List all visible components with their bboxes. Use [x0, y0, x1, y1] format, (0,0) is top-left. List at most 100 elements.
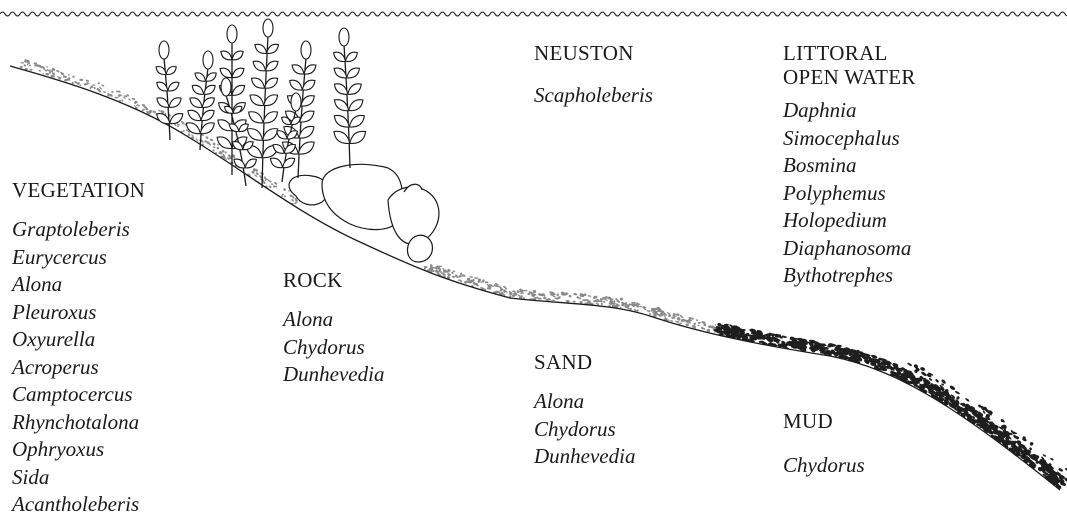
taxon-name: Alona — [534, 388, 635, 416]
sand-grain — [556, 293, 559, 296]
leaf — [227, 25, 237, 43]
zone-heading: NEUSTON — [534, 41, 653, 65]
sand-grain — [152, 110, 156, 113]
leaf — [263, 112, 277, 123]
taxon-name: Sida — [12, 464, 145, 492]
leaf — [166, 66, 176, 74]
sand-grain — [92, 84, 96, 85]
sand-grain — [697, 324, 700, 326]
taxon-name: Acroperus — [12, 354, 145, 382]
taxa-list: AlonaChydorusDunhevedia — [534, 388, 635, 471]
mud-particle — [768, 339, 773, 342]
sand-grain — [224, 151, 227, 154]
leaf — [264, 95, 278, 106]
leaf — [159, 41, 169, 59]
taxon-name: Dunhevedia — [534, 443, 635, 471]
mud-sediment-texture — [713, 322, 1067, 490]
taxon-name: Polyphemus — [783, 180, 916, 208]
taxon-name: Oxyurella — [12, 326, 145, 354]
taxa-list: GraptoleberisEurycercusAlonaPleuroxusOxy… — [12, 216, 145, 519]
leaf — [334, 100, 348, 111]
aquatic-plant-icon — [334, 28, 366, 168]
water-surface-wave — [0, 12, 1067, 16]
sand-grain — [103, 91, 106, 93]
leaf — [347, 68, 360, 78]
mud-particle — [920, 366, 926, 371]
zone-neuston: NEUSTON Scapholeberis — [534, 41, 653, 110]
zone-heading: MUD — [783, 409, 865, 433]
sand-grain — [42, 73, 44, 75]
sand-grain — [452, 276, 455, 279]
sand-grain — [101, 84, 105, 87]
sand-grain — [459, 275, 462, 277]
zone-heading-line2: OPEN WATER — [783, 65, 916, 89]
leaf — [220, 68, 232, 77]
sand-grain — [469, 276, 473, 278]
leaf — [290, 80, 303, 90]
leaf — [190, 98, 202, 108]
rock-boulders — [289, 164, 439, 262]
mud-particle — [1050, 457, 1054, 461]
sand-grain — [213, 146, 216, 149]
leaf — [253, 61, 265, 71]
taxon-name: Daphnia — [783, 97, 916, 125]
leaf — [301, 41, 311, 59]
sand-grain — [693, 323, 696, 325]
sand-grain — [424, 266, 428, 269]
sand-grain — [38, 69, 41, 71]
sand-grain — [691, 317, 694, 320]
sand-grain — [67, 74, 70, 76]
sand-grain — [485, 281, 489, 283]
leaf — [232, 51, 243, 60]
sand-grain — [639, 306, 642, 308]
taxon-name: Chydorus — [283, 334, 384, 362]
leaf — [232, 68, 244, 77]
leaf — [221, 51, 232, 60]
boulder-icon — [388, 187, 439, 244]
sand-grain — [600, 300, 603, 302]
sand-grain — [30, 69, 33, 71]
sand-grain — [134, 105, 136, 107]
leaf — [349, 100, 363, 111]
taxon-name: Alona — [12, 271, 145, 299]
leaf — [265, 78, 278, 88]
leaf — [334, 68, 347, 78]
sand-grain — [284, 195, 287, 197]
sand-grain — [551, 300, 555, 301]
leaf — [263, 19, 273, 37]
sand-grain — [115, 97, 119, 99]
boulder-icon — [407, 235, 432, 262]
sand-grain — [714, 324, 716, 326]
leaf — [291, 93, 301, 111]
sand-grain — [685, 323, 689, 326]
sand-grain — [573, 293, 577, 296]
sand-grain — [98, 82, 100, 84]
mud-particle — [935, 379, 940, 384]
zone-heading-line1: LITTORAL — [783, 41, 916, 65]
sand-grain — [273, 185, 276, 188]
sand-grain — [72, 76, 74, 78]
mud-particle — [965, 398, 970, 402]
taxon-name: Pleuroxus — [12, 299, 145, 327]
sand-grain — [216, 146, 220, 150]
leaf — [203, 51, 213, 69]
zone-heading: SAND — [534, 350, 635, 374]
sand-grain — [524, 290, 528, 292]
taxon-name: Dunhevedia — [283, 361, 384, 389]
sand-grain — [513, 292, 516, 295]
taxon-name: Eurycercus — [12, 244, 145, 272]
leaf — [232, 85, 245, 95]
sand-grain — [29, 64, 31, 66]
aquatic-vegetation — [156, 19, 365, 188]
sand-grain — [670, 320, 673, 322]
leaf — [298, 142, 314, 154]
sand-grain — [474, 277, 478, 279]
taxon-name: Holopedium — [783, 207, 916, 235]
sand-grain — [128, 98, 131, 101]
leaf — [247, 129, 262, 141]
leaf — [157, 114, 170, 124]
leaf — [348, 84, 361, 94]
leaf — [169, 98, 181, 107]
